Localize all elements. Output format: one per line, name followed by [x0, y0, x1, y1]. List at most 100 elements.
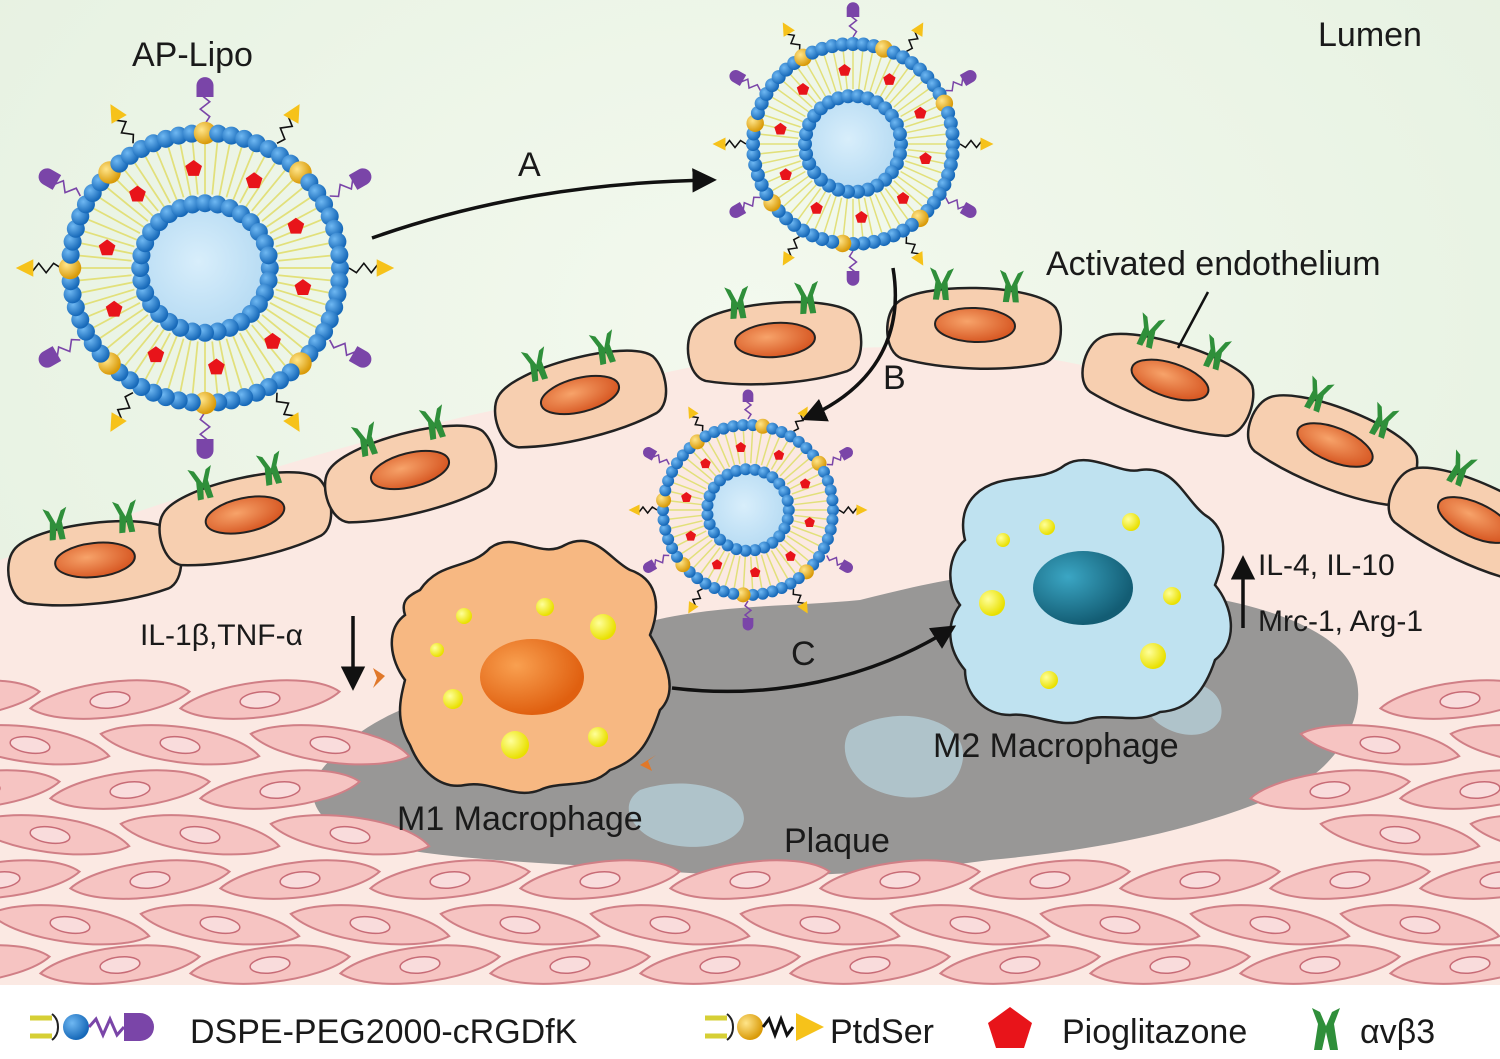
- ptdser-group: [797, 601, 808, 614]
- endothelial-cell: [493, 329, 668, 449]
- smooth-muscle-cell: [0, 814, 131, 856]
- liposome-in-lumen: [712, 2, 994, 286]
- smooth-muscle-body: [0, 944, 52, 985]
- liposome-transmigrated: [628, 389, 868, 631]
- lipid-tail: [805, 63, 827, 97]
- smooth-muscle-cell: [1319, 814, 1481, 856]
- legend-integrin-label: αvβ3: [1360, 1013, 1435, 1051]
- endothelial-nucleus: [369, 449, 451, 491]
- lipid-tail: [869, 55, 883, 92]
- lipid-tail: [107, 314, 149, 349]
- endothelial-cell: [158, 450, 333, 567]
- lipid-tail: [167, 338, 185, 389]
- smooth-muscle-layer: [0, 679, 1500, 985]
- lipid-tail: [905, 160, 942, 174]
- pioglitazone-molecule: [711, 559, 723, 570]
- ptdser-linker: [275, 392, 297, 417]
- lipid-tail: [797, 188, 822, 220]
- lipid-tail: [783, 81, 813, 108]
- lipid-tail: [99, 308, 145, 339]
- lipid-tail: [794, 514, 827, 520]
- endothelial-cell: [686, 280, 863, 386]
- lipid-tail: [277, 242, 329, 255]
- lipid-tail: [889, 74, 916, 104]
- lipid-tail: [225, 338, 243, 389]
- lipid-tail: [700, 547, 721, 574]
- ptdser-linker: [637, 505, 658, 515]
- lipid-head: [708, 425, 721, 438]
- integrin-receptor: [1136, 312, 1166, 349]
- endothelium-layer: [7, 267, 1500, 607]
- lipid-head: [730, 464, 743, 477]
- smooth-muscle-nucleus: [9, 735, 51, 755]
- lipid-tail: [789, 530, 819, 547]
- crgdfk-ligand: [846, 271, 860, 286]
- crgdfk-ligand: [348, 346, 372, 368]
- lipid-tail: [670, 520, 703, 529]
- crgdfk-ligand: [348, 168, 372, 190]
- smooth-muscle-cell: [0, 944, 52, 985]
- lipid-head: [775, 425, 788, 438]
- ptdser-linker: [348, 261, 380, 275]
- pioglitazone-molecule: [774, 122, 787, 135]
- lipid-head: [821, 533, 834, 546]
- legend: DSPE-PEG2000-cRGDfK PtdSer Pioglitazone …: [30, 1007, 1435, 1051]
- lipid-tail: [794, 500, 827, 506]
- lipid-head: [331, 259, 349, 277]
- ptdser-group: [110, 104, 127, 124]
- peg-linker: [739, 78, 762, 91]
- lipid-tail: [897, 88, 929, 113]
- integrin-icon: [724, 285, 749, 320]
- endothelial-cell: [1246, 375, 1419, 506]
- lipid-tail: [79, 254, 132, 262]
- lipid-tail: [879, 191, 901, 225]
- lipid-tail: [760, 554, 772, 586]
- pioglitazone-molecule: [838, 63, 851, 76]
- lipid-droplet: [979, 590, 1005, 616]
- lipid-head: [946, 137, 960, 151]
- m2-markers-label: Mrc-1, Arg-1: [1258, 605, 1423, 638]
- lipid-head: [766, 585, 779, 598]
- smooth-muscle-cell: [518, 859, 682, 900]
- lipid-tail: [81, 281, 133, 294]
- smooth-muscle-nucleus: [99, 956, 141, 974]
- ptdser-group: [782, 22, 795, 37]
- smooth-muscle-cell: [1388, 944, 1500, 985]
- lipid-tail: [179, 144, 192, 196]
- lipid-tail: [900, 96, 934, 118]
- peg-linker: [51, 179, 82, 197]
- lipid-tail: [84, 230, 135, 248]
- pioglitazone-molecule: [796, 82, 810, 95]
- lipid-tail: [144, 156, 171, 204]
- lipid-tail: [893, 180, 923, 207]
- integrin-icon: [187, 465, 214, 501]
- smooth-muscle-body: [1449, 724, 1500, 766]
- smooth-muscle-cell: [788, 944, 952, 985]
- lipid-head: [746, 588, 759, 601]
- m2-macrophage-label: M2 Macrophage: [933, 727, 1179, 765]
- lipid-tail: [760, 434, 772, 466]
- smooth-muscle-cell: [139, 904, 301, 946]
- lipid-head: [866, 234, 881, 249]
- lipid-head: [717, 585, 730, 598]
- ptdser-group: [782, 251, 795, 266]
- lipid-head: [758, 541, 771, 554]
- crgdfk-ligand: [959, 70, 977, 86]
- ptdser-group: [856, 504, 868, 516]
- lipid-head: [825, 39, 840, 54]
- peg-linker: [848, 14, 858, 38]
- smooth-muscle-cell: [638, 944, 802, 985]
- smooth-muscle-body: [0, 859, 82, 900]
- lipid-tail: [742, 556, 747, 589]
- pioglitazone-molecule: [129, 185, 146, 202]
- peg-linker: [328, 339, 359, 357]
- lipid-tail: [278, 254, 331, 262]
- pioglitazone-molecule: [735, 441, 747, 452]
- smooth-muscle-nucleus: [249, 956, 291, 974]
- integrin-icon: [794, 280, 818, 315]
- lipid-tail: [777, 88, 809, 113]
- smooth-muscle-nucleus: [999, 956, 1041, 974]
- m1-macrophage-label: M1 Macrophage: [397, 800, 643, 838]
- pioglitazone-molecule: [896, 192, 910, 204]
- crgdfk-ligand: [38, 168, 62, 190]
